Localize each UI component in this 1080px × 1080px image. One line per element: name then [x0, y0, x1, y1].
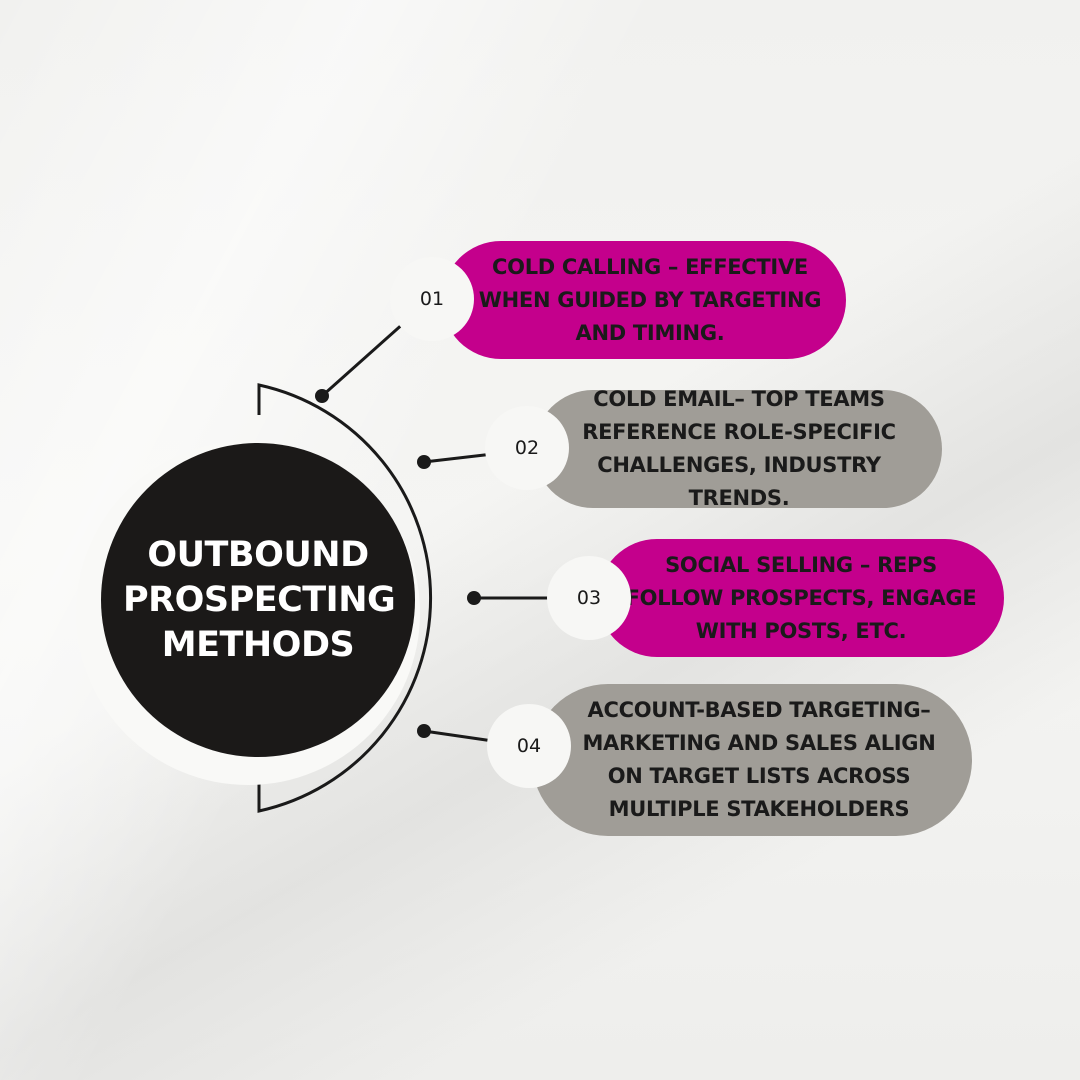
connector-02	[423, 452, 494, 464]
item-number-circle-02: 02	[485, 406, 569, 490]
outer-arc	[257, 383, 432, 813]
item-number-circle-03: 03	[547, 556, 631, 640]
item-pill-01: COLD CALLING – EFFECTIVE WHEN GUIDED BY …	[442, 241, 846, 359]
item-number-04: 04	[516, 735, 542, 757]
item-number-03: 03	[576, 587, 602, 609]
node-dot-03	[467, 591, 481, 605]
item-pill-03: SOCIAL SELLING – REPS FOLLOW PROSPECTS, …	[598, 539, 1004, 657]
connector-04	[423, 729, 494, 743]
item-pill-04: ACCOUNT-BASED TARGETING– MARKETING AND S…	[532, 684, 972, 836]
node-dot-04	[417, 724, 431, 738]
item-text-01: COLD CALLING – EFFECTIVE WHEN GUIDED BY …	[478, 254, 822, 345]
item-text-03: SOCIAL SELLING – REPS FOLLOW PROSPECTS, …	[625, 552, 977, 643]
connector-01	[321, 320, 406, 398]
item-text-04: ACCOUNT-BASED TARGETING– MARKETING AND S…	[582, 698, 936, 821]
item-pill-02: COLD EMAIL– TOP TEAMS REFERENCE ROLE-SPE…	[534, 387, 942, 510]
hub-title: OUTBOUND PROSPECTING METHODS	[123, 534, 396, 665]
node-dot-01	[315, 389, 329, 403]
item-number-02: 02	[514, 437, 540, 459]
item-text-02: COLD EMAIL– TOP TEAMS REFERENCE ROLE-SPE…	[582, 387, 896, 510]
hub-circle: OUTBOUND PROSPECTING METHODS	[101, 443, 415, 757]
item-number-circle-01: 01	[390, 257, 474, 341]
item-number-circle-04: 04	[487, 704, 571, 788]
item-number-01: 01	[419, 288, 445, 310]
node-dot-02	[417, 455, 431, 469]
